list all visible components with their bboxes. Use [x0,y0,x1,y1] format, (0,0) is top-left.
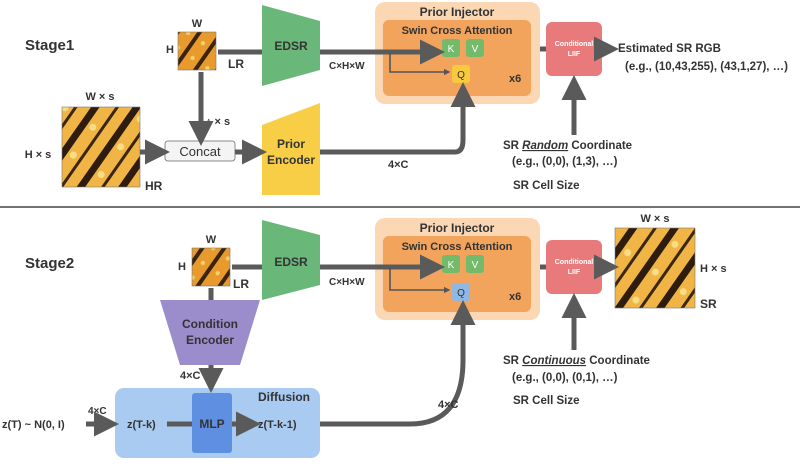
stage1-edsr-label: EDSR [274,39,308,53]
stage2-noise-label: z(T) ~ N(0, I) [2,419,65,431]
stage1-lr-image [177,31,217,71]
stage2-coordinate-examples: (e.g., (0,0), (0,1), …) [512,372,618,384]
stage2-feature-chw: C×H×W [329,277,365,288]
stage2-title: Stage2 [25,255,74,272]
stage2-noise-input: 4×C [88,406,107,417]
stage1-lr-width-label: W [192,18,203,30]
stage2-lr-image [191,247,231,287]
stage2-coordinate-label: SR Continuous Coordinate [503,355,650,367]
stage1-value-label: V [472,44,479,55]
stage1-feature-chw: C×H×W [329,61,365,72]
stage2-mlp-block [192,393,232,453]
stage1-output-title: Estimated SR RGB [618,43,721,55]
stage1-swin-title: Swin Cross Attention [402,25,513,37]
stage2-edsr-block [262,220,320,300]
stage1-repeat-label: x6 [509,73,521,85]
stage2-query-label: Q [457,288,465,299]
stage2-liif-line1: Conditional [555,259,594,266]
stage2-condition-encoder-line1: Condition [182,317,238,331]
stage2-arrows [86,254,619,437]
stage1-prior-encoder-line2: Encoder [267,153,315,167]
stage1-conditional-liif [546,22,602,76]
stage2-internal-arrows [389,267,451,294]
stage1-prior-encoder-line1: Prior [277,137,305,151]
stage1-hr-height-label: H × s [25,149,52,161]
stage2-value-label: V [472,260,479,271]
stage1-upsample-label: ↑ × s [206,116,230,128]
stage1-lr-height-label: H [166,44,174,56]
stage2-swin-title: Swin Cross Attention [402,241,513,253]
stage2-key-box [442,255,460,273]
stage2-condition-output: 4×C [180,370,201,382]
stage2-liif-line2: LIIF [568,269,581,276]
stage1-hr-width-label: W × s [85,91,114,103]
stage2-condition-encoder-line2: Encoder [186,333,234,347]
stage1-query-box [452,65,470,83]
stage2-edsr-label: EDSR [274,255,308,269]
stage1-liif-line1: Conditional [555,41,594,48]
stage1-liif-line2: LIIF [568,51,581,58]
stage2-sr-label: SR [700,297,717,311]
stage1-coordinate-label: SR Random Coordinate [503,140,632,152]
stage1-key-box [442,39,460,57]
stage1-hr-label: HR [145,179,163,193]
stage2-z-t-k: z(T-k) [127,419,156,431]
stage2-sr-image [614,227,696,309]
stage1-prior-injector-title: Prior Injector [420,5,495,19]
stage2-condition-encoder-block [160,300,260,365]
stage2-repeat-label: x6 [509,291,521,303]
stage1-cell-size-label: SR Cell Size [513,180,579,192]
stage2-sr-height-label: H × s [700,263,727,275]
stage2-conditional-liif [546,240,602,294]
stage1-hr-image [61,106,141,188]
stage2-mlp-label: MLP [199,417,224,431]
stage2-key-label: K [448,260,455,271]
stage1-swin-cross-attention [383,20,531,96]
stage1-query-label: Q [457,70,465,81]
stage1-edsr-block [262,5,320,86]
stage1-feature-4c: 4×C [388,159,409,171]
stage1-title: Stage1 [25,37,74,54]
stage1-lr-label: LR [228,57,244,71]
stage2-z-t-k1: z(T-k-1) [258,419,297,431]
stage1-output-examples: (e.g., (10,43,255), (43,1,27), …) [625,61,788,73]
stage2-query-box [452,283,470,301]
stage1-arrows [140,36,619,165]
stage1-internal-arrows [389,52,451,76]
stage2-cell-size-label: SR Cell Size [513,395,579,407]
stage1-value-box [466,39,484,57]
stage1-coordinate-examples: (e.g., (0,0), (1,3), …) [512,156,618,168]
stage2-prior-injector-title: Prior Injector [420,221,495,235]
stage2-lr-height-label: H [178,261,186,273]
stage2-value-box [466,255,484,273]
stage1-concat-label: Concat [179,144,221,159]
stage2-diffusion-output: 4×C [438,399,459,411]
stage1-prior-encoder-block [262,103,320,195]
stage1-key-label: K [448,44,455,55]
stage2-lr-width-label: W [206,234,217,246]
stage2-lr-label: LR [233,277,249,291]
stage2-diffusion-title: Diffusion [258,390,310,404]
stage2-sr-width-label: W × s [640,213,669,225]
